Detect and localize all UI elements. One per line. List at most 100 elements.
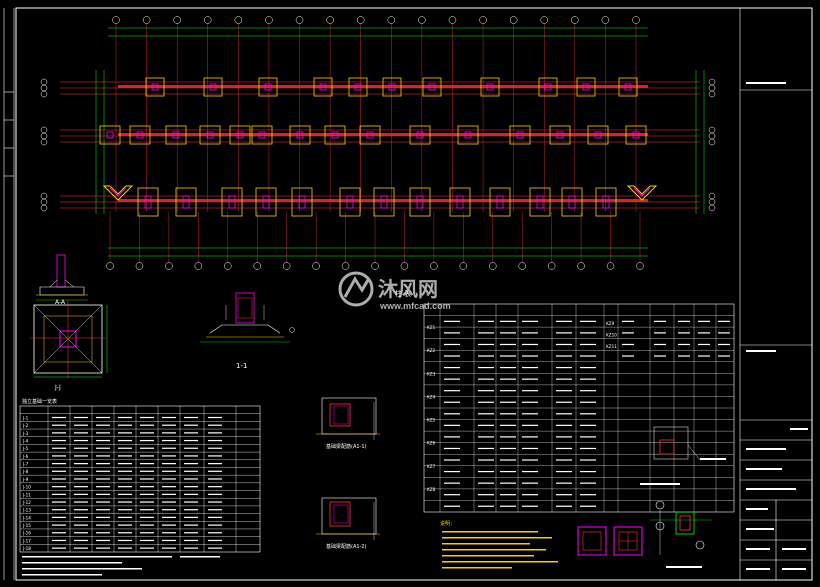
footing bbox=[561, 187, 583, 217]
footing bbox=[480, 77, 500, 97]
column-table-cell-value bbox=[478, 494, 494, 496]
column-table-cell-value bbox=[478, 355, 494, 357]
column-table-cell-value bbox=[478, 401, 494, 403]
axis-bubble-top bbox=[326, 16, 334, 24]
column-table-cell-value bbox=[622, 332, 634, 334]
footing bbox=[587, 125, 609, 145]
column bbox=[172, 131, 180, 139]
footing-table-cell-value bbox=[140, 432, 154, 434]
footing-table-cell-value bbox=[74, 539, 88, 542]
column-table-cell-value bbox=[444, 401, 460, 403]
footing-table-id: J-4 bbox=[22, 439, 29, 444]
footing-table-cell-value bbox=[140, 524, 154, 526]
column-table-cell-value bbox=[522, 436, 538, 438]
beam-detail-2-label: 基础梁配筋(A1-2) bbox=[326, 543, 367, 550]
column bbox=[416, 131, 424, 139]
footing-table-cell-value bbox=[184, 524, 198, 526]
footing-table-cell-value bbox=[208, 432, 222, 434]
footing-table-cell-value bbox=[52, 539, 66, 542]
footing-table-cell-value bbox=[118, 470, 132, 472]
footing-table-cell-value bbox=[184, 455, 198, 457]
footing-table-id: J-3 bbox=[22, 431, 29, 436]
column-table-cell-value bbox=[556, 378, 572, 380]
column bbox=[209, 83, 217, 91]
beam-detail-1-label: 基础梁配筋(A1-1) bbox=[326, 443, 367, 450]
footing-table-cell-value bbox=[118, 532, 132, 534]
column-table-id: KZ2 bbox=[427, 348, 436, 353]
axis-bubble-top bbox=[632, 16, 640, 24]
axis-bubble-bottom bbox=[194, 262, 203, 270]
column-table-cell-value bbox=[522, 332, 538, 334]
column-table-cell-value bbox=[444, 366, 460, 369]
axis-bubble-right bbox=[708, 90, 716, 98]
column bbox=[536, 195, 544, 209]
footing-table-id: J-7 bbox=[22, 462, 29, 467]
column bbox=[380, 195, 388, 209]
footing-table-cell-value bbox=[74, 439, 88, 442]
column-table-cell-value bbox=[444, 447, 460, 450]
column-table-cell-value bbox=[444, 332, 460, 334]
column bbox=[346, 195, 354, 209]
footing-table-cell-value bbox=[118, 447, 132, 449]
footing bbox=[291, 187, 313, 217]
footing-table-cell-value bbox=[184, 424, 198, 426]
footing-table-cell-value bbox=[52, 524, 66, 526]
axis-bubble-right bbox=[708, 138, 716, 146]
column-table-cell-value bbox=[444, 320, 460, 322]
column-table-cell-value bbox=[718, 343, 730, 346]
footing-table-id: J-9 bbox=[22, 477, 29, 482]
footing-table-id: J-11 bbox=[22, 492, 31, 497]
footing bbox=[549, 125, 571, 145]
column-table-cell-value bbox=[556, 447, 572, 450]
column-table-cell-value bbox=[500, 413, 516, 415]
beam-detail-1: 基础梁配筋(A1-1) bbox=[316, 397, 380, 450]
footing-table-cell-value bbox=[184, 478, 198, 480]
footing bbox=[258, 77, 278, 97]
footing-table-cell-value bbox=[52, 493, 66, 495]
column-table-cell-value bbox=[654, 332, 666, 334]
footing-table-cell-value bbox=[140, 493, 154, 495]
footing-table-cell-value bbox=[184, 447, 198, 449]
column-table-id-right: KZ11 bbox=[606, 344, 617, 349]
footing-table-cell-value bbox=[118, 486, 132, 488]
column bbox=[296, 131, 304, 139]
footing-table-cell-value bbox=[96, 547, 110, 549]
footing-table-cell-value bbox=[162, 547, 176, 549]
column-table-cell-value bbox=[522, 401, 538, 403]
column-table-id: KZ7 bbox=[427, 464, 436, 469]
footing-table-cell-value bbox=[52, 516, 66, 519]
column-table-cell-value bbox=[556, 413, 572, 415]
corner-column bbox=[633, 187, 651, 197]
footing-table-cell-value bbox=[140, 539, 154, 542]
footing-table-cell-value bbox=[118, 501, 132, 503]
column-table-cell-value bbox=[556, 470, 572, 473]
footing-table-id: J-8 bbox=[22, 469, 29, 474]
column bbox=[228, 195, 236, 209]
column-table-cell-value bbox=[522, 413, 538, 415]
footing-table-cell-value bbox=[162, 416, 176, 419]
drawing-frame bbox=[15, 7, 813, 581]
section-jj-label: J-J bbox=[54, 384, 61, 391]
footing-table-cell-value bbox=[140, 532, 154, 534]
footing bbox=[251, 125, 273, 145]
footing-table-id: J-15 bbox=[22, 523, 31, 528]
column bbox=[206, 131, 214, 139]
axis-bubble-left bbox=[40, 204, 48, 212]
column-table-cell-value bbox=[522, 424, 538, 426]
footing-table-cell-value bbox=[140, 439, 154, 442]
column-table-cell-value bbox=[522, 459, 538, 461]
footing-table-cell-value bbox=[140, 447, 154, 449]
footing-table-cell-value bbox=[74, 432, 88, 434]
footing-table-id: J-5 bbox=[22, 446, 29, 451]
column-table-id: KZ4 bbox=[427, 394, 436, 399]
footing-table-cell-value bbox=[96, 539, 110, 542]
column bbox=[262, 195, 270, 209]
footing-table-cell-value bbox=[184, 493, 198, 495]
column-table-cell-value bbox=[444, 413, 460, 415]
footing bbox=[137, 187, 159, 217]
column-table-cell-value bbox=[580, 355, 596, 357]
column bbox=[264, 83, 272, 91]
column-table-cell-value bbox=[556, 332, 572, 334]
footing-table-cell-value bbox=[96, 463, 110, 465]
